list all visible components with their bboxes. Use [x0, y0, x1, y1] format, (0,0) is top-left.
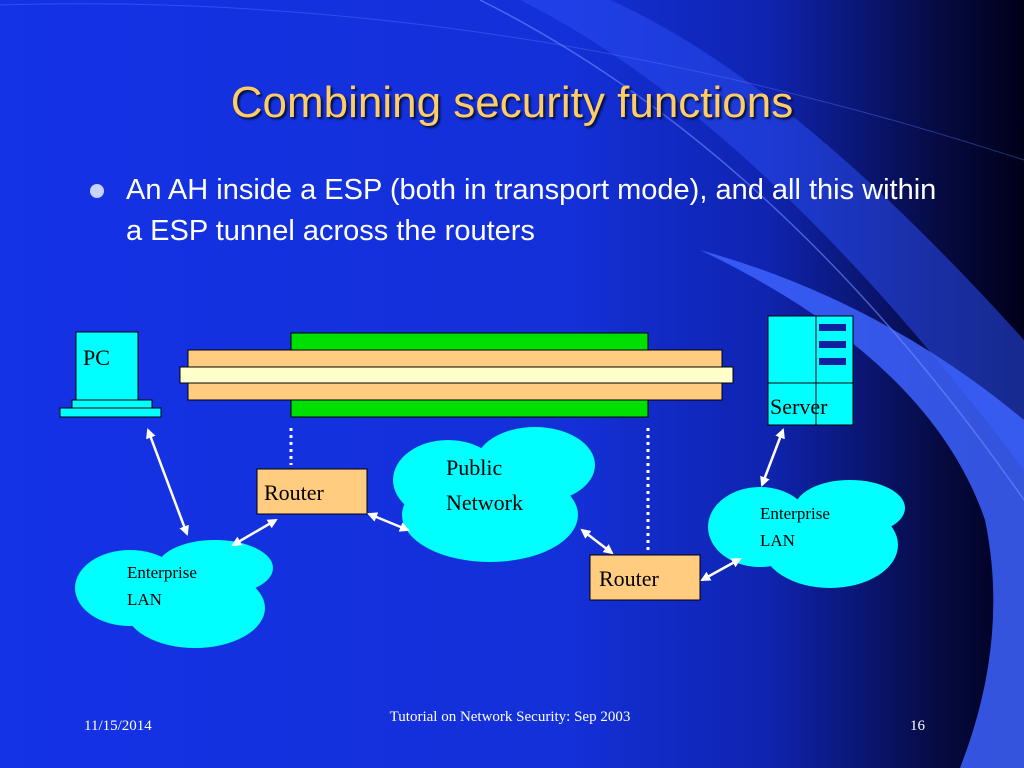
router-right-label: Router — [599, 566, 660, 591]
public-network-label-line2: Network — [446, 490, 523, 515]
enterprise-lan-right-line2: LAN — [760, 531, 795, 550]
router-left-label: Router — [264, 480, 325, 505]
public-network-label-line1: Public — [446, 455, 502, 480]
footer-page-number: 16 — [910, 718, 925, 734]
link-lan-server — [760, 428, 785, 487]
enterprise-lan-left-cloud — [75, 540, 273, 648]
router-left-box — [256, 468, 368, 515]
ah-transport-layer — [179, 366, 734, 384]
pc-label: PC — [83, 345, 110, 370]
link-public-router — [580, 528, 614, 555]
server-icon — [767, 315, 854, 426]
footer-title: Tutorial on Network Security: Sep 2003 — [389, 709, 631, 725]
enterprise-lan-right-line1: Enterprise — [760, 504, 830, 523]
footer-date: 11/15/2014 — [84, 718, 152, 734]
bullet-icon — [90, 184, 104, 198]
esp-tunnel — [179, 332, 734, 418]
link-lan-router — [231, 518, 278, 547]
router-right-box — [589, 554, 701, 601]
link-router-lan — [700, 557, 742, 582]
link-pc-lan — [146, 428, 189, 536]
enterprise-lan-left-line1: Enterprise — [127, 563, 197, 582]
bullet-text: An AH inside a ESP (both in transport mo… — [126, 174, 937, 247]
pc-icon — [59, 331, 162, 418]
slide-title: Combining security functions — [230, 78, 794, 127]
enterprise-lan-left-line2: LAN — [127, 590, 162, 609]
server-label: Server — [770, 394, 828, 419]
enterprise-lan-right-cloud — [708, 480, 905, 588]
network-links — [146, 428, 785, 582]
link-router-public — [367, 512, 410, 532]
public-network-cloud — [393, 427, 595, 562]
